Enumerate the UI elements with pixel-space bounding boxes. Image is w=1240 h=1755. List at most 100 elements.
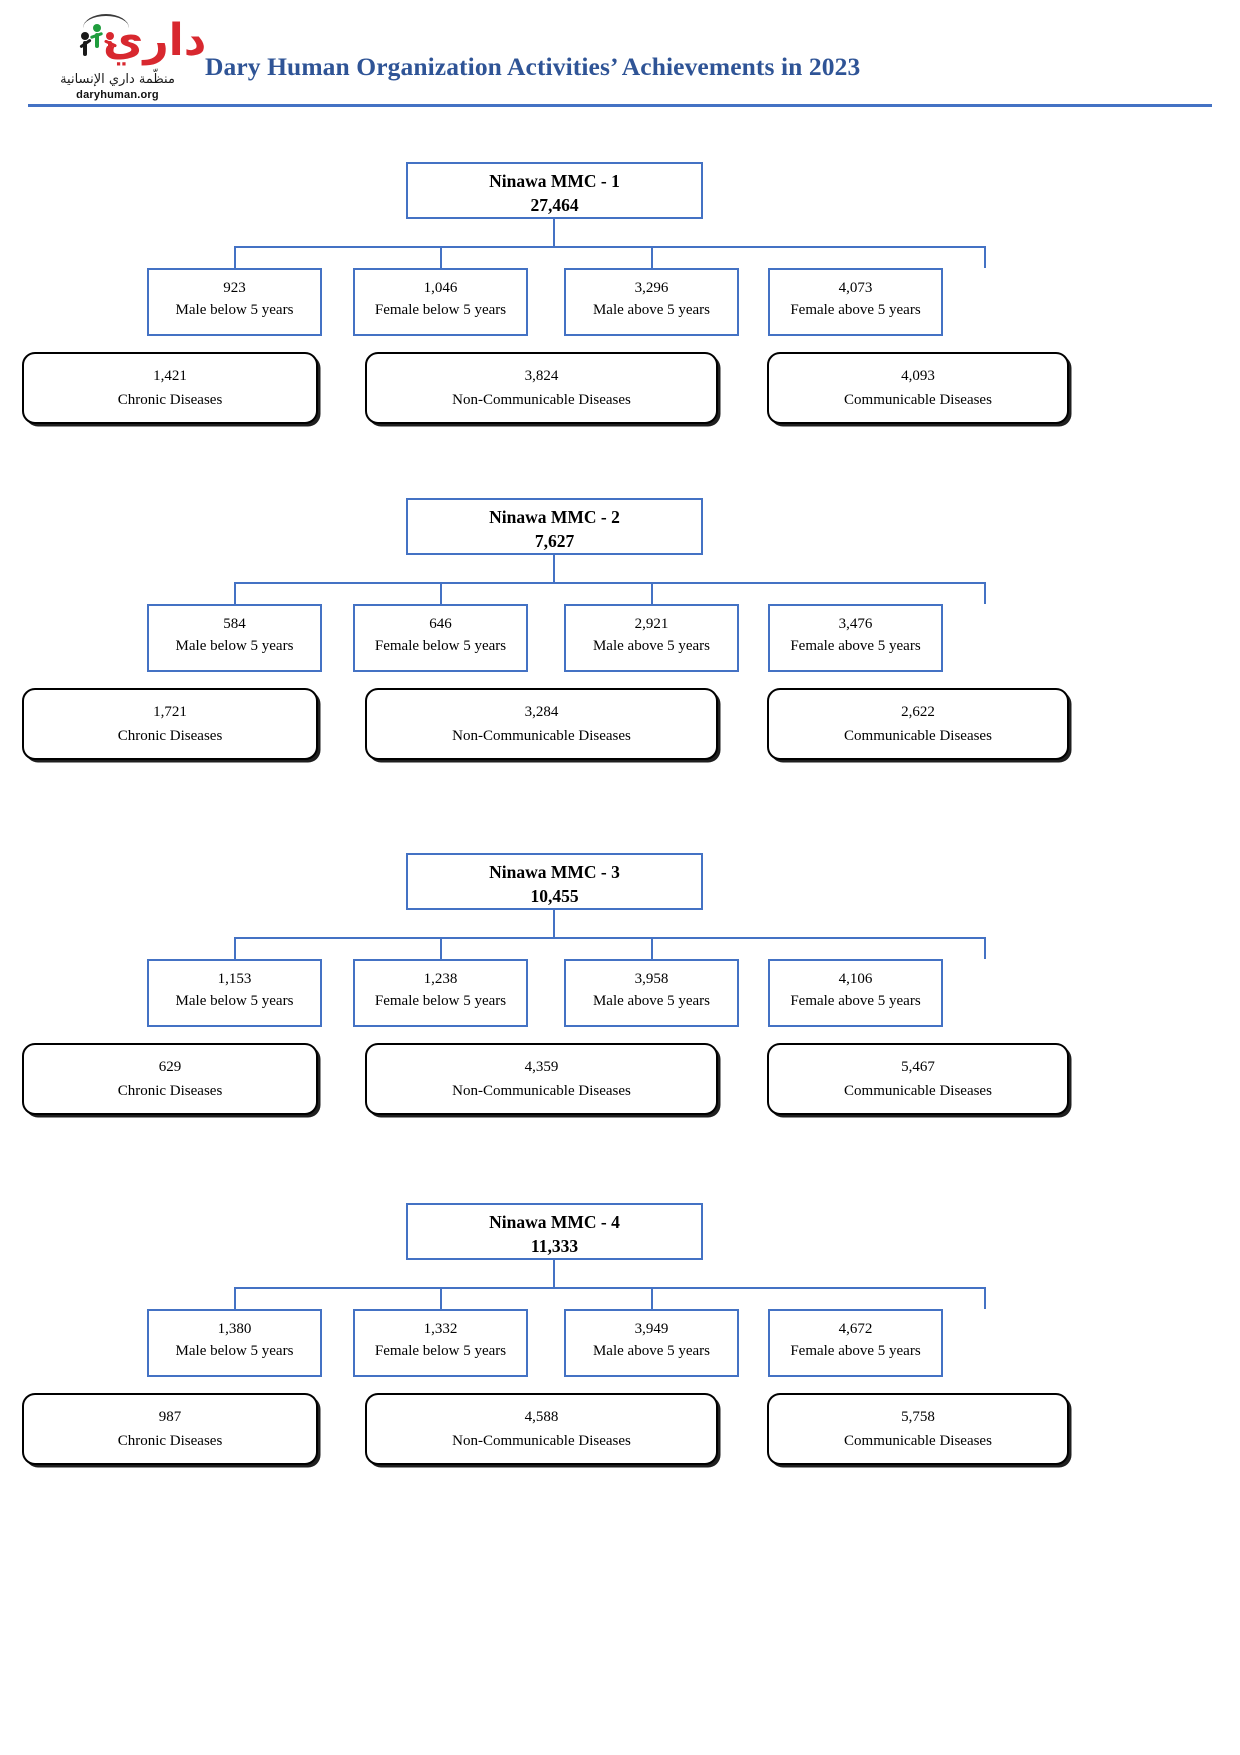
disease-label: Communicable Diseases: [844, 1083, 992, 1099]
demographic-value: 1,153: [217, 971, 252, 987]
demographic-label: Female above 5 years: [790, 1343, 921, 1359]
disease-box[interactable]: 1,421 Chronic Diseases: [22, 352, 318, 424]
connector-drop: [440, 584, 442, 604]
disease-box[interactable]: 4,093 Communicable Diseases: [767, 352, 1069, 424]
connector-drop: [651, 584, 653, 604]
disease-label: Chronic Diseases: [117, 1083, 223, 1099]
mmc-title: Ninawa MMC - 1: [489, 171, 620, 191]
demographic-label: Female above 5 years: [790, 302, 921, 318]
demographic-box[interactable]: 646 Female below 5 years: [353, 604, 528, 672]
diseases-row: 629 Chronic Diseases 4,359 Non-Communica…: [0, 1043, 1240, 1115]
demographic-label: Female below 5 years: [374, 993, 507, 1009]
demographic-label: Female below 5 years: [374, 638, 507, 654]
disease-label: Non-Communicable Diseases: [452, 392, 631, 408]
demographic-box[interactable]: 4,672 Female above 5 years: [768, 1309, 943, 1377]
demographic-label: Male below 5 years: [175, 993, 294, 1009]
disease-value: 4,359: [524, 1059, 559, 1075]
disease-box[interactable]: 3,824 Non-Communicable Diseases: [365, 352, 718, 424]
mmc-title: Ninawa MMC - 4: [489, 1212, 620, 1232]
demographic-label: Male below 5 years: [175, 302, 294, 318]
demographic-box[interactable]: 3,296 Male above 5 years: [564, 268, 739, 336]
disease-value: 5,758: [901, 1409, 935, 1425]
connector-drop: [234, 939, 236, 959]
disease-label: Chronic Diseases: [117, 392, 223, 408]
demographic-value: 3,296: [634, 280, 669, 296]
connector-drop: [651, 248, 653, 268]
mmc-total: 10,455: [530, 886, 579, 906]
disease-label: Non-Communicable Diseases: [452, 728, 631, 744]
logo-arc-icon: [83, 14, 129, 28]
demographic-value: 4,106: [838, 971, 873, 987]
disease-box[interactable]: 3,284 Non-Communicable Diseases: [365, 688, 718, 760]
connector-bar: [234, 246, 986, 248]
demographic-value: 584: [223, 616, 246, 632]
disease-box[interactable]: 1,721 Chronic Diseases: [22, 688, 318, 760]
disease-value: 3,824: [524, 368, 559, 384]
connector-drop: [234, 248, 236, 268]
demographic-box[interactable]: 4,073 Female above 5 years: [768, 268, 943, 336]
mmc-total: 7,627: [534, 531, 575, 551]
logo-arabic-name: منظّمة داري الإنسانية: [60, 72, 175, 87]
disease-box[interactable]: 2,622 Communicable Diseases: [767, 688, 1069, 760]
connector-drop: [234, 1289, 236, 1309]
disease-box[interactable]: 987 Chronic Diseases: [22, 1393, 318, 1465]
demographic-box[interactable]: 3,949 Male above 5 years: [564, 1309, 739, 1377]
mmc-block-3: Ninawa MMC - 3 10,455 1,153 Male below 5…: [0, 853, 1240, 1128]
disease-label: Non-Communicable Diseases: [452, 1433, 631, 1449]
demographic-value: 3,476: [838, 616, 873, 632]
mmc-root-box[interactable]: Ninawa MMC - 3 10,455: [406, 853, 703, 910]
demographic-box[interactable]: 1,238 Female below 5 years: [353, 959, 528, 1027]
demographic-box[interactable]: 2,921 Male above 5 years: [564, 604, 739, 672]
demographic-label: Female above 5 years: [790, 638, 921, 654]
logo-mark-icon: داري: [55, 12, 208, 70]
disease-box[interactable]: 5,467 Communicable Diseases: [767, 1043, 1069, 1115]
disease-box[interactable]: 5,758 Communicable Diseases: [767, 1393, 1069, 1465]
connector-drop: [984, 584, 986, 604]
logo-url: daryhuman.org: [76, 89, 159, 101]
disease-value: 4,588: [524, 1409, 559, 1425]
demographic-value: 4,672: [838, 1321, 873, 1337]
demographic-value: 3,949: [634, 1321, 669, 1337]
demographic-box[interactable]: 3,476 Female above 5 years: [768, 604, 943, 672]
mmc-total: 11,333: [530, 1236, 579, 1256]
demographic-box[interactable]: 1,046 Female below 5 years: [353, 268, 528, 336]
disease-label: Communicable Diseases: [844, 728, 992, 744]
disease-label: Chronic Diseases: [117, 728, 223, 744]
demographic-value: 923: [223, 280, 246, 296]
connector-stem: [553, 910, 555, 937]
mmc-title: Ninawa MMC - 3: [489, 862, 620, 882]
disease-label: Communicable Diseases: [844, 392, 992, 408]
disease-box[interactable]: 4,588 Non-Communicable Diseases: [365, 1393, 718, 1465]
connector-bar: [234, 937, 986, 939]
demographic-box[interactable]: 1,380 Male below 5 years: [147, 1309, 322, 1377]
disease-value: 2,622: [901, 704, 935, 720]
connector-drop: [234, 584, 236, 604]
demographic-box[interactable]: 1,332 Female below 5 years: [353, 1309, 528, 1377]
page-header: داري منظّمة داري الإنسانية daryhuman.org…: [0, 0, 1240, 118]
connector-drop: [440, 1289, 442, 1309]
demographic-value: 2,921: [634, 616, 669, 632]
demographic-box[interactable]: 923 Male below 5 years: [147, 268, 322, 336]
demographic-box[interactable]: 1,153 Male below 5 years: [147, 959, 322, 1027]
mmc-root-box[interactable]: Ninawa MMC - 2 7,627: [406, 498, 703, 555]
mmc-title: Ninawa MMC - 2: [489, 507, 620, 527]
demographic-value: 1,046: [423, 280, 458, 296]
demographic-value: 1,332: [423, 1321, 458, 1337]
demographic-box[interactable]: 584 Male below 5 years: [147, 604, 322, 672]
dary-human-logo: داري منظّمة داري الإنسانية daryhuman.org: [55, 12, 208, 104]
connector-stem: [553, 555, 555, 582]
demographic-box[interactable]: 3,958 Male above 5 years: [564, 959, 739, 1027]
demographics-row: 923 Male below 5 years 1,046 Female belo…: [0, 268, 1240, 336]
mmc-root-box[interactable]: Ninawa MMC - 1 27,464: [406, 162, 703, 219]
connector-drop: [984, 939, 986, 959]
connector-stem: [553, 219, 555, 246]
mmc-root-box[interactable]: Ninawa MMC - 4 11,333: [406, 1203, 703, 1260]
demographic-value: 646: [429, 616, 452, 632]
disease-box[interactable]: 4,359 Non-Communicable Diseases: [365, 1043, 718, 1115]
demographic-box[interactable]: 4,106 Female above 5 years: [768, 959, 943, 1027]
logo-arabic-script: داري: [103, 15, 208, 66]
mmc-block-4: Ninawa MMC - 4 11,333 1,380 Male below 5…: [0, 1203, 1240, 1478]
page-title: Dary Human Organization Activities’ Achi…: [205, 52, 861, 81]
disease-box[interactable]: 629 Chronic Diseases: [22, 1043, 318, 1115]
header-divider: [28, 104, 1212, 107]
